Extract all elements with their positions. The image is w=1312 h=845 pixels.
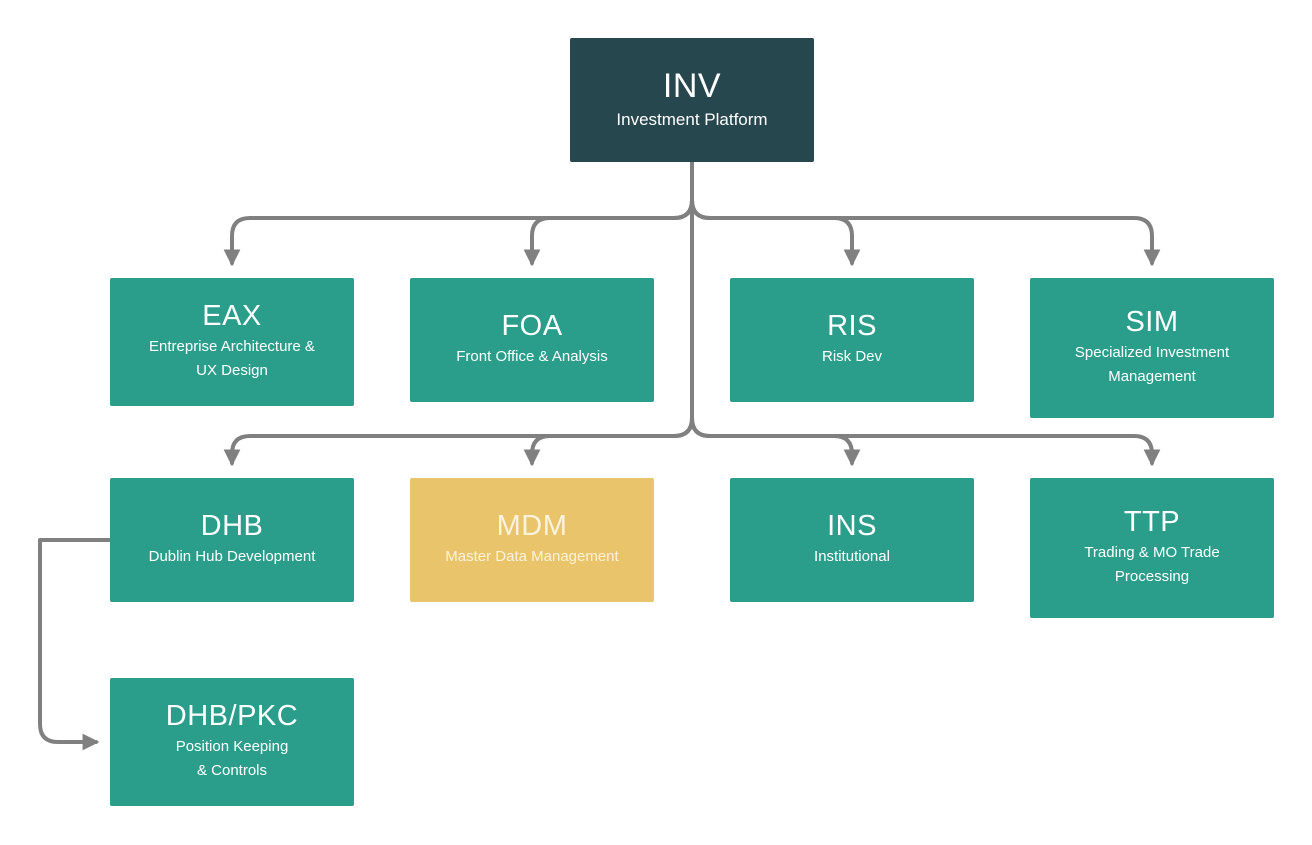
node-code: TTP [1123, 505, 1181, 538]
connector-inv-dhb [223, 416, 694, 467]
node-code: INV [662, 67, 722, 106]
node-code: FOA [501, 309, 563, 342]
node-label: Risk Dev [821, 348, 882, 366]
connector-inv-sim [690, 198, 1161, 267]
node-label: Institutional [814, 548, 890, 566]
connector-inv-ins [690, 416, 861, 467]
node-dhb-pkc[interactable]: DHB/PKC Position Keeping & Controls [110, 678, 354, 806]
node-ris[interactable]: RIS Risk Dev [730, 278, 974, 402]
node-code: DHB/PKC [165, 699, 299, 732]
node-label: Master Data Management [445, 548, 619, 566]
connector-inv-mdm [523, 416, 694, 467]
node-label: Entreprise Architecture & UX Design [149, 338, 315, 380]
node-code: DHB [200, 509, 264, 542]
connector-inv-ttp [690, 416, 1161, 467]
node-label: Dublin Hub Development [148, 548, 316, 566]
connector-dhb-pkc [38, 538, 112, 751]
node-foa[interactable]: FOA Front Office & Analysis [410, 278, 654, 402]
node-label: Specialized Investment Management [1074, 344, 1230, 386]
node-code: SIM [1125, 305, 1179, 338]
node-code: RIS [827, 309, 877, 342]
connector-inv-eax [223, 198, 694, 267]
node-code: EAX [202, 299, 262, 332]
node-label: Front Office & Analysis [456, 348, 608, 366]
node-ins[interactable]: INS Institutional [730, 478, 974, 602]
node-sim[interactable]: SIM Specialized Investment Management [1030, 278, 1274, 418]
connector-inv-ris [690, 198, 861, 267]
node-label: Investment Platform [616, 109, 768, 129]
node-label: Position Keeping & Controls [175, 738, 289, 780]
node-label: Trading & MO Trade Processing [1084, 544, 1220, 586]
node-eax[interactable]: EAX Entreprise Architecture & UX Design [110, 278, 354, 406]
node-inv[interactable]: INV Investment Platform [570, 38, 814, 162]
node-ttp[interactable]: TTP Trading & MO Trade Processing [1030, 478, 1274, 618]
connector-inv-foa [523, 198, 694, 267]
node-dhb[interactable]: DHB Dublin Hub Development [110, 478, 354, 602]
node-code: MDM [496, 509, 568, 542]
node-mdm[interactable]: MDM Master Data Management [410, 478, 654, 602]
node-code: INS [827, 509, 877, 542]
